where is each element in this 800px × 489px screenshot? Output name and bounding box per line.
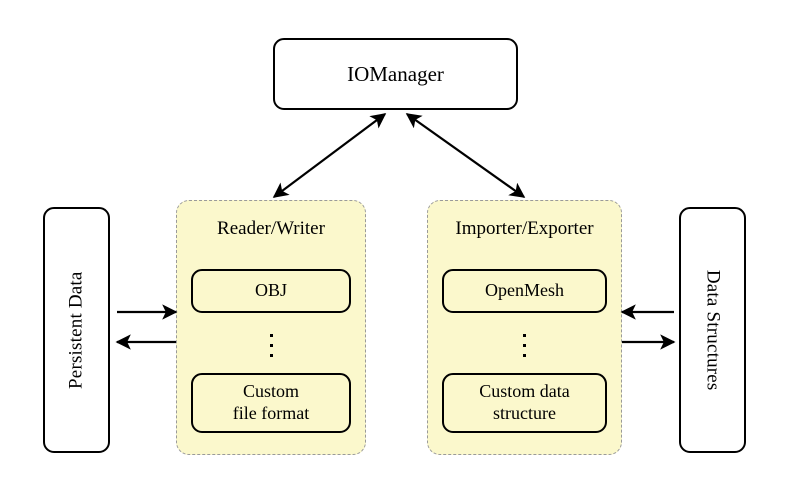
data-structures-label: Data Structures <box>702 269 724 391</box>
panel-reader-writer-title: Reader/Writer <box>217 218 325 239</box>
panel-importer-exporter-title: Importer/Exporter <box>455 218 594 239</box>
openmesh-label: OpenMesh <box>485 280 564 301</box>
custom-data-structure-line2: structure <box>493 403 556 423</box>
custom-file-format-label: Custom file format <box>233 381 309 424</box>
iomanager-label: IOManager <box>347 61 444 86</box>
connector-readerwriter-iomanager <box>272 113 387 198</box>
custom-file-format-line2: file format <box>232 403 310 423</box>
custom-file-format-line1: Custom <box>242 381 299 402</box>
panel-reader-writer: Reader/Writer OBJ Custom file format <box>176 200 366 455</box>
custom-data-structure-label: Custom data structure <box>479 381 570 424</box>
panel-importer-exporter: Importer/Exporter OpenMesh Custom data s… <box>427 200 622 455</box>
obj-label: OBJ <box>254 280 287 301</box>
node-iomanager[interactable]: IOManager <box>273 38 518 110</box>
node-persistent-data[interactable]: Persistent Data <box>43 207 110 453</box>
node-openmesh[interactable]: OpenMesh <box>442 269 607 313</box>
custom-data-structure-line1: Custom data <box>479 381 570 402</box>
reader-writer-ellipsis-icon <box>177 325 365 365</box>
node-custom-data-structure[interactable]: Custom data structure <box>442 373 607 433</box>
node-custom-file-format[interactable]: Custom file format <box>191 373 351 433</box>
node-obj[interactable]: OBJ <box>191 269 351 313</box>
node-data-structures[interactable]: Data Structures <box>679 207 746 453</box>
connector-importerexporter-iomanager <box>405 113 526 198</box>
persistent-data-label: Persistent Data <box>65 271 87 389</box>
importer-exporter-ellipsis-icon <box>428 325 621 365</box>
